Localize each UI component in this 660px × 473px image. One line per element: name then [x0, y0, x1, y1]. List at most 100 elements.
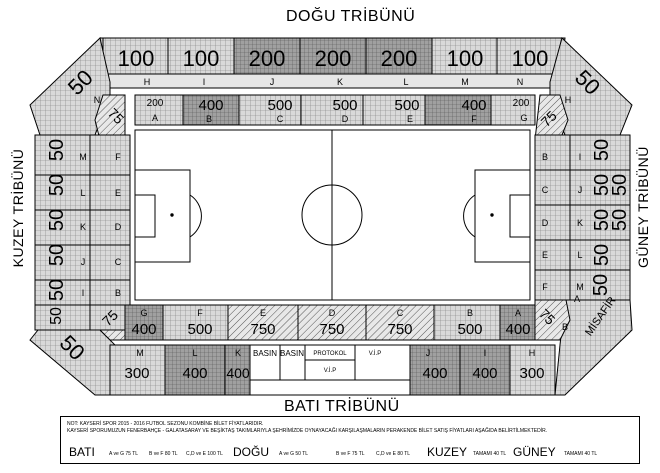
bottom-inner-letter-e: E: [260, 308, 266, 318]
right-inner-f: F: [542, 282, 548, 292]
right-outer-m: M: [576, 282, 584, 292]
top-inner-letter-f: F: [471, 114, 477, 124]
football-pitch: [134, 129, 531, 301]
bottom-outer-letter-l: L: [192, 348, 197, 358]
right-price-7: 50: [609, 209, 631, 231]
basin-1: BASIN: [253, 349, 277, 358]
top-inner-price-e: 500: [394, 97, 419, 114]
top-inner-price-b: 400: [198, 97, 223, 114]
top-price-2: 100: [183, 46, 220, 71]
corner-tr-h: H: [565, 95, 572, 105]
top-inner-price-d: 500: [332, 97, 357, 114]
bottom-outer-price-i: 400: [472, 365, 497, 382]
note-bati-3: C,D ve E 100 TL: [186, 451, 223, 457]
left-inner-c: C: [115, 257, 122, 267]
left-outer-k: K: [80, 222, 86, 232]
right-price-5: 50: [590, 274, 612, 296]
right-price-6: 50: [609, 174, 631, 196]
top-inner-price-a: 200: [147, 98, 164, 109]
left-price-2: 50: [46, 174, 68, 196]
bottom-outer-price-l: 400: [182, 365, 207, 382]
bottom-outer-letter-j: J: [426, 348, 431, 358]
bottom-outer-letter-h: H: [529, 348, 536, 358]
bottom-outer-price-k: 400: [226, 365, 250, 381]
left-outer-j: J: [81, 257, 86, 267]
bottom-outer-sections: [109, 344, 556, 396]
note-bati-2: B ve F 80 TL: [149, 451, 178, 457]
basin-2: BASIN: [280, 349, 304, 358]
stand-title-north: KUZEY TRİBÜNÜ: [10, 148, 26, 268]
right-outer-k: K: [577, 218, 583, 228]
left-price-3: 50: [46, 209, 68, 231]
bottom-outer-price-j: 400: [422, 365, 447, 382]
bottom-inner-letter-c: C: [397, 308, 404, 318]
vip-1: V.İ.P: [324, 367, 336, 374]
bottom-outer-price-h: 300: [519, 365, 544, 382]
left-outer-l: L: [80, 188, 85, 198]
bottom-inner-price-a: 400: [505, 321, 530, 338]
bottom-outer-letter-m: M: [136, 348, 144, 358]
bottom-inner-price-c: 750: [387, 321, 412, 338]
top-letter-n: N: [517, 77, 524, 87]
bottom-inner-price-b: 500: [457, 321, 482, 338]
bottom-inner-price-d: 750: [319, 321, 344, 338]
note-line-1: NOT: KAYSERİ SPOR 2015 - 2016 FUTBOL SEZ…: [67, 421, 264, 427]
left-price-4: 50: [46, 244, 68, 266]
top-letter-j: J: [270, 77, 275, 87]
bottom-inner-letter-g: G: [140, 308, 147, 318]
top-letter-l: L: [403, 77, 408, 87]
top-price-4: 200: [315, 46, 352, 71]
corner-bottom-right: [534, 294, 633, 396]
top-price-3: 200: [249, 46, 286, 71]
top-inner-letter-d: D: [342, 114, 349, 124]
left-inner-b: B: [115, 288, 121, 298]
bottom-inner-price-f: 500: [187, 321, 212, 338]
top-inner-price-c: 500: [267, 97, 292, 114]
top-price-7: 100: [512, 46, 549, 71]
right-price-4: 50: [591, 244, 613, 266]
note-dogu-2: B ve F 75 TL: [336, 451, 365, 457]
note-guney-1: TAMAMI 40 TL: [564, 451, 598, 457]
right-outer-l: L: [577, 250, 582, 260]
corner-br-b: B: [562, 322, 568, 332]
note-guney: GÜNEY: [513, 445, 556, 459]
corner-br-a: A: [574, 294, 580, 304]
top-inner-sections: [134, 94, 536, 126]
bottom-inner-letter-a: A: [515, 308, 521, 318]
bottom-inner-letter-f: F: [197, 308, 203, 318]
note-kuzey: KUZEY: [427, 445, 468, 459]
bottom-inner-letter-b: B: [467, 308, 473, 318]
left-inner-e: E: [115, 188, 121, 198]
note-dogu: DOĞU: [233, 445, 269, 459]
top-price-1: 100: [118, 46, 155, 71]
note-line-2: KAYSERİ SPORUMUZUN FENERBAHÇE - GALATASA…: [67, 428, 548, 434]
note-dogu-1: A ve G 50 TL: [279, 451, 309, 457]
left-sections: [34, 134, 131, 331]
left-price-6: 50: [48, 307, 65, 325]
top-inner-price-f: 400: [461, 97, 486, 114]
vip-2: V.İ.P: [369, 350, 381, 357]
top-inner-letter-b: B: [206, 114, 212, 124]
bottom-outer-letter-k: K: [235, 348, 241, 358]
corner-top-right: [534, 37, 633, 141]
top-inner-letter-e: E: [407, 114, 413, 124]
right-price-3: 50: [591, 209, 613, 231]
right-inner-e: E: [542, 250, 548, 260]
corner-tl-n: N: [94, 95, 101, 105]
left-inner-d: D: [115, 222, 122, 232]
top-letter-i: I: [203, 77, 206, 87]
stand-title-west: BATI TRİBÜNÜ: [284, 398, 400, 415]
right-sections: [534, 134, 631, 301]
note-kuzey-1: TAMAMI 40 TL: [473, 451, 507, 457]
bottom-outer-letter-i: I: [484, 348, 487, 358]
top-outer-sections: [99, 37, 566, 89]
top-letter-m: M: [461, 77, 469, 87]
right-inner-b: B: [542, 152, 548, 162]
bottom-inner-sections: [124, 304, 536, 341]
bottom-inner-letter-d: D: [329, 308, 336, 318]
top-price-6: 100: [447, 46, 484, 71]
note-bati: BATI: [69, 445, 95, 459]
top-inner-price-g: 200: [513, 98, 530, 109]
bottom-outer-price-m: 300: [124, 365, 149, 382]
